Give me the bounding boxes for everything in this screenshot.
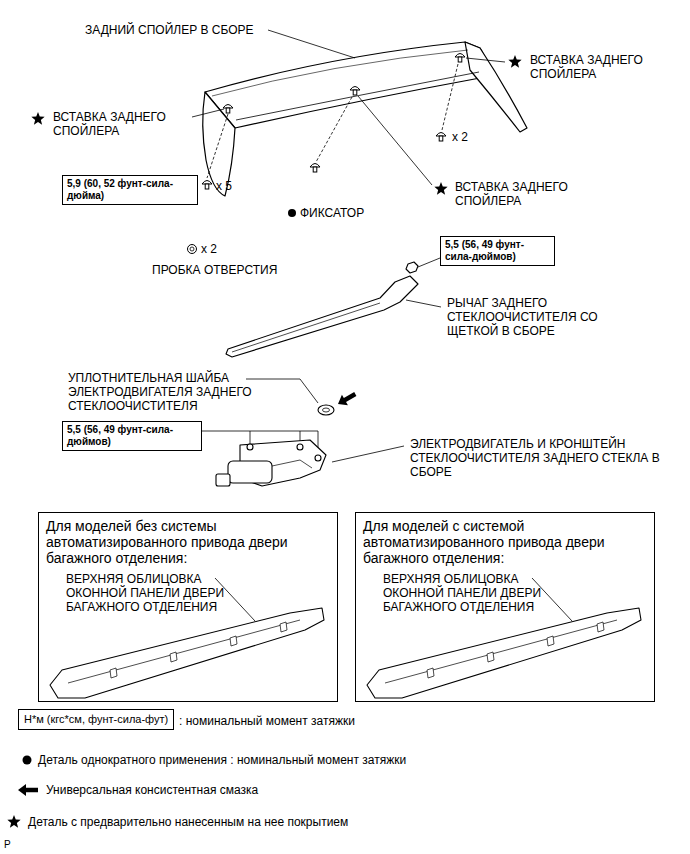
trim-body — [367, 608, 641, 698]
part-label: ВСТАВКА ЗАДНЕГО СПОЙЛЕРА — [53, 110, 193, 138]
legend-star-sample — [7, 815, 20, 828]
single-use-dot — [288, 209, 296, 217]
part-label: ВСТАВКА ЗАДНЕГО СПОЙЛЕРА — [530, 53, 670, 81]
seal-washer-hole — [323, 408, 330, 412]
clip-icon — [202, 181, 212, 190]
legend-dot-sample — [23, 756, 32, 765]
clip-icon — [436, 133, 446, 142]
part-label: x 2 — [452, 130, 468, 144]
dashed-lines — [207, 64, 458, 178]
precoat-star — [508, 55, 521, 68]
wiper-motor — [216, 440, 326, 486]
panel-heading: Для моделей без системы автоматизированн… — [46, 518, 330, 566]
dashed-line — [316, 97, 352, 162]
spoiler-ridge — [212, 50, 468, 96]
part-label: УПЛОТНИТЕЛЬНАЯ ШАЙБА ЭЛЕКТРОДВИГАТЕЛЯ ЗА… — [68, 371, 283, 413]
leader-line — [246, 379, 318, 403]
leader-line — [466, 58, 505, 62]
hole-plug-inner — [190, 247, 194, 251]
precoat-star — [31, 112, 44, 125]
trim-detail — [385, 620, 617, 683]
dashed-line — [442, 64, 458, 130]
part-label: x 5 — [216, 179, 232, 193]
trim-drawing — [367, 608, 641, 698]
hole-plug — [188, 245, 197, 254]
torque-value: 5,5 (56, 49 фунт-сила-дюймов) — [67, 424, 197, 448]
leader-line — [418, 258, 440, 267]
part-label: ЗАДНИЙ СПОЙЛЕР В СБОРЕ — [85, 23, 254, 37]
legend-unit-text: Н*м (кгс*см, фунт-сила-фут) — [24, 713, 168, 726]
insert-icon — [455, 54, 465, 63]
insert-icon — [350, 87, 360, 96]
part-label: P — [4, 838, 11, 852]
trim-drawing — [50, 608, 324, 698]
legend-text: Деталь однократного применения : номинал… — [38, 753, 406, 767]
leader-line — [268, 30, 355, 58]
leader-line — [192, 109, 224, 117]
dashed-line — [207, 114, 228, 178]
variant-panel: Для моделей с системой автоматизированно… — [355, 512, 655, 702]
torque-value: 5,5 (56, 49 фунт-сила-дюймов) — [445, 239, 550, 263]
wiper-blade — [232, 303, 380, 352]
torque-value: 5,9 (60, 52 фунт-сила-дюйма) — [67, 178, 193, 202]
leader-line — [358, 96, 432, 185]
trim-detail — [68, 620, 300, 683]
motor-detail — [272, 460, 312, 468]
trim-detail — [110, 622, 287, 678]
spoiler-drawing — [203, 42, 527, 196]
motor-bolt — [315, 455, 321, 461]
legend-arrow-sample — [18, 784, 38, 796]
motor-body — [228, 461, 272, 483]
seal-washer — [318, 405, 334, 415]
trim-body — [50, 608, 324, 698]
torque-spec: 5,5 (56, 49 фунт-сила-дюймов) — [440, 236, 555, 266]
retainer-icon — [310, 164, 320, 173]
motor-connector — [216, 474, 230, 486]
trim-detail — [427, 622, 604, 678]
part-label: ЭЛЕКТРОДВИГАТЕЛЬ И КРОНШТЕЙН СТЕКЛООЧИСТ… — [410, 437, 660, 479]
part-name: ВЕРХНЯЯ ОБЛИЦОВКА ОКОННОЙ ПАНЕЛИ ДВЕРИ Б… — [66, 572, 236, 614]
legend-torque-sample: Н*м (кгс*см, фунт-сила-фут) — [18, 709, 174, 730]
torque-spec: 5,9 (60, 52 фунт-сила-дюйма) — [62, 175, 198, 205]
motor-bolt — [247, 444, 253, 450]
variant-panel: Для моделей без системы автоматизированн… — [38, 512, 338, 702]
wiper-nut — [406, 262, 418, 273]
spoiler-left-fin — [203, 92, 235, 196]
insert-icon — [223, 105, 233, 114]
spoiler-lip — [236, 72, 479, 120]
torque-spec: 5,5 (56, 49 фунт-сила-дюймов) — [62, 421, 202, 451]
leader-line — [406, 300, 441, 307]
leader-line — [332, 446, 404, 462]
part-label: ПРОБКА ОТВЕРСТИЯ — [152, 263, 277, 277]
spoiler-right-fin — [465, 42, 527, 132]
part-name: ВЕРХНЯЯ ОБЛИЦОВКА ОКОННОЙ ПАНЕЛИ ДВЕРИ Б… — [383, 572, 553, 614]
legend-text: Деталь с предварительно нанесенным на не… — [28, 815, 348, 829]
motor-bolt — [297, 444, 303, 450]
legend-text: Универсальная консистентная смазка — [46, 783, 258, 797]
part-label: ФИКСАТОР — [300, 206, 364, 220]
grease-arrow — [335, 389, 358, 409]
part-label: ВСТАВКА ЗАДНЕГО СПОЙЛЕРА — [455, 180, 595, 208]
wiper-arm-body — [226, 276, 418, 357]
legend-text: : номинальный момент затяжки — [179, 714, 355, 728]
part-label: РЫЧАГ ЗАДНЕГО СТЕКЛООЧИСТИТЕЛЯ СО ЩЕТКОЙ… — [447, 296, 602, 338]
leader-line — [250, 431, 251, 444]
panel-heading: Для моделей с системой автоматизированно… — [363, 518, 647, 566]
precoat-star — [434, 182, 447, 195]
part-label: x 2 — [201, 242, 217, 256]
